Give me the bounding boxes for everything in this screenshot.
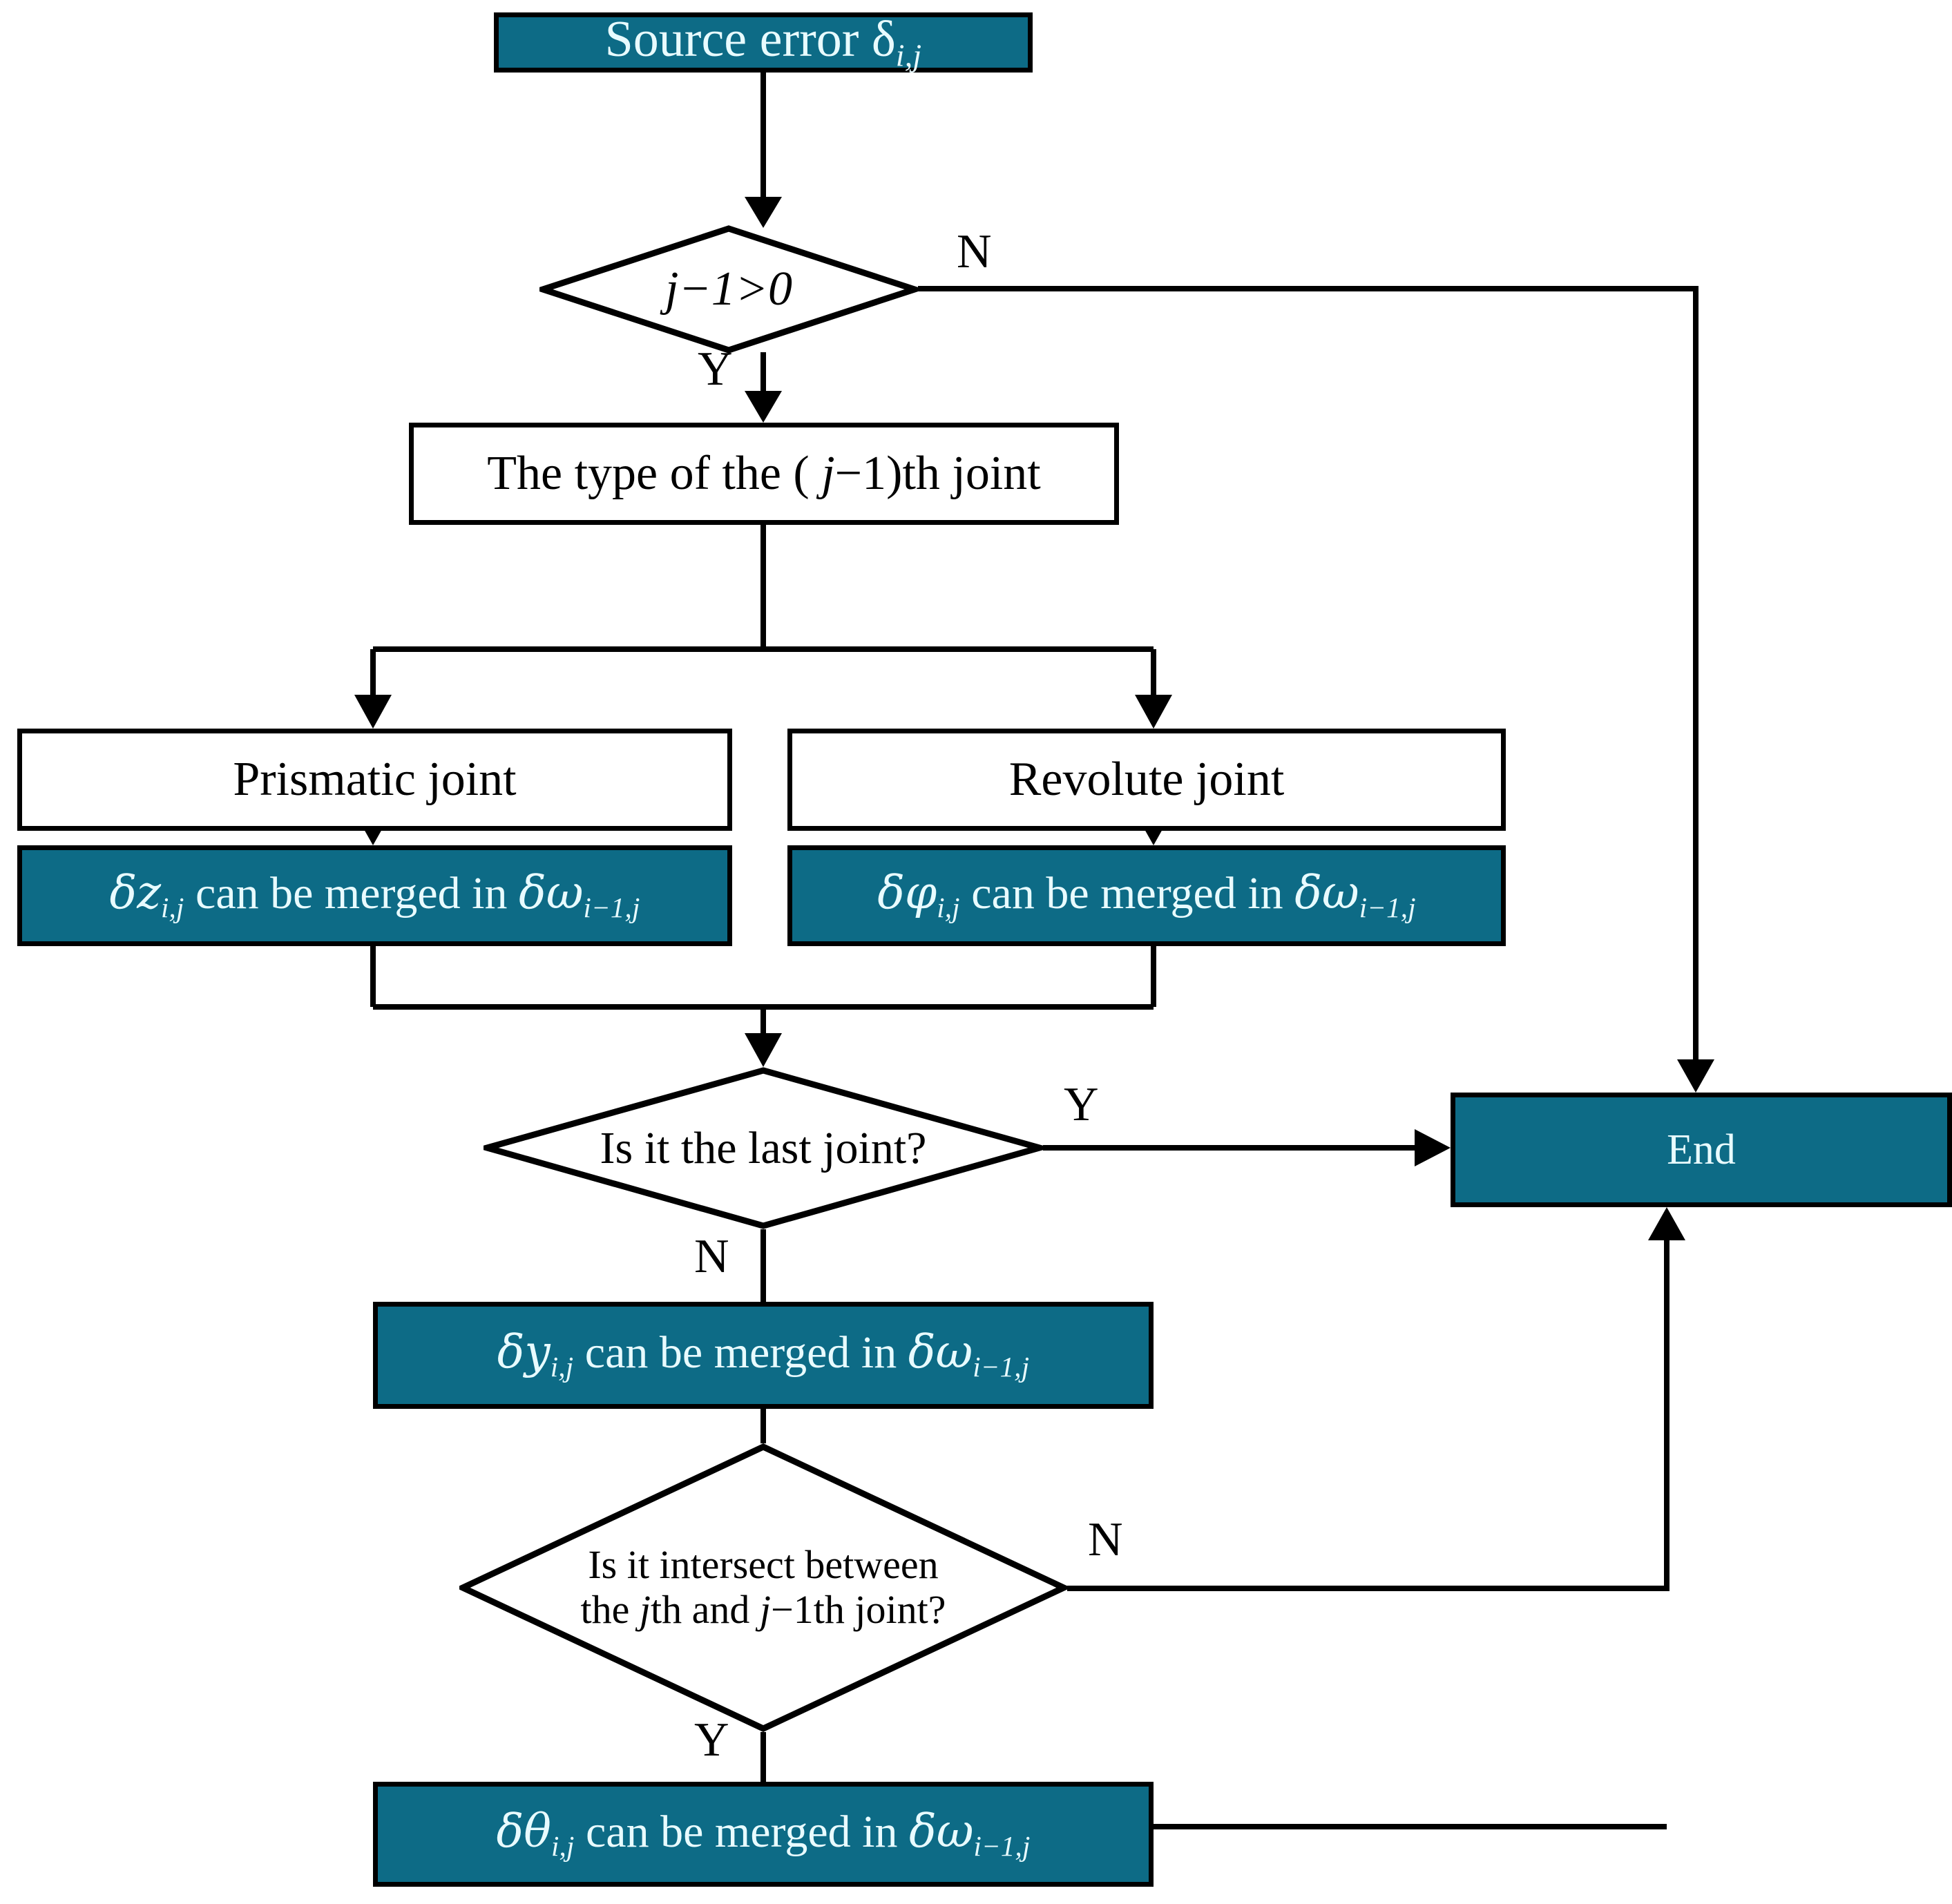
edge-label-intersect-no: N	[1088, 1513, 1123, 1566]
node-end[interactable]: End	[1451, 1093, 1952, 1207]
node-revolute-joint-label: Revolute joint	[1008, 753, 1285, 807]
node-source-error[interactable]: Source error δi,j	[494, 12, 1033, 73]
node-prismatic-joint[interactable]: Prismatic joint	[17, 729, 732, 831]
edge-intersect-no-to-end	[1067, 1236, 1669, 1591]
node-joint-type-label: The type of the ( j−1)th joint	[487, 447, 1041, 501]
edge-label-jminus1-no: N	[957, 225, 992, 278]
node-source-error-label: Source error δi,j	[604, 10, 922, 73]
node-merge-dphi[interactable]: δφi,j can be merged in δωi−1,j	[787, 845, 1506, 946]
node-decision-last-joint[interactable]: Is it the last joint?	[484, 1067, 1043, 1229]
node-end-label: End	[1667, 1126, 1736, 1173]
node-merge-dtheta-label: δθi,j can be merged in δωi−1,j	[496, 1804, 1031, 1862]
node-revolute-joint[interactable]: Revolute joint	[787, 729, 1506, 831]
edge-jdecision-no-to-end	[918, 286, 1699, 1064]
node-joint-type[interactable]: The type of the ( j−1)th joint	[409, 423, 1119, 525]
edge-label-last-joint-no: N	[694, 1230, 729, 1283]
edge-label-jminus1-yes: Y	[698, 343, 733, 396]
node-merge-dy-label: δyi,j can be merged in δωi−1,j	[497, 1325, 1030, 1383]
node-decision-intersect[interactable]: Is it intersect between the jth and j−1t…	[459, 1443, 1067, 1732]
node-merge-dz[interactable]: δzi,j can be merged in δωi−1,j	[17, 845, 732, 946]
node-merge-dz-label: δzi,j can be merged in δωi−1,j	[109, 865, 640, 923]
node-merge-dy[interactable]: δyi,j can be merged in δωi−1,j	[373, 1302, 1154, 1409]
node-merge-dphi-label: δφi,j can be merged in δωi−1,j	[877, 865, 1416, 923]
edge-label-intersect-yes: Y	[694, 1713, 729, 1767]
node-decision-jminus1[interactable]: j−1>0	[539, 225, 918, 354]
node-prismatic-joint-label: Prismatic joint	[233, 753, 517, 807]
node-merge-dtheta[interactable]: δθi,j can be merged in δωi−1,j	[373, 1782, 1154, 1887]
edge-label-last-joint-yes: Y	[1064, 1078, 1099, 1131]
